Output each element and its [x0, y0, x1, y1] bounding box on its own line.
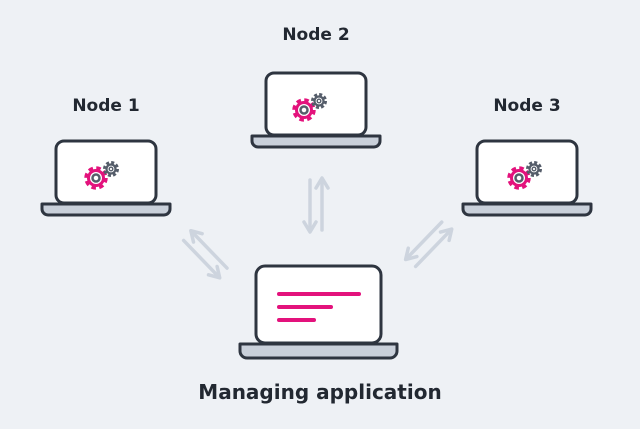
manager-label: Managing application	[198, 380, 442, 404]
node-1-label: Node 1	[72, 96, 140, 116]
arrow-node1-manager-icon	[176, 224, 235, 284]
arrow-node3-manager-icon	[399, 214, 458, 274]
node-3-label: Node 3	[493, 96, 561, 116]
text-lines-icon	[277, 292, 361, 322]
arrow-node2-manager-icon	[302, 176, 330, 234]
node-3-laptop-icon	[461, 139, 593, 217]
manager-laptop-icon	[238, 264, 399, 360]
node-1-laptop-icon	[40, 139, 172, 217]
node-2-label: Node 2	[282, 25, 350, 45]
node-2-laptop-icon	[250, 71, 382, 149]
